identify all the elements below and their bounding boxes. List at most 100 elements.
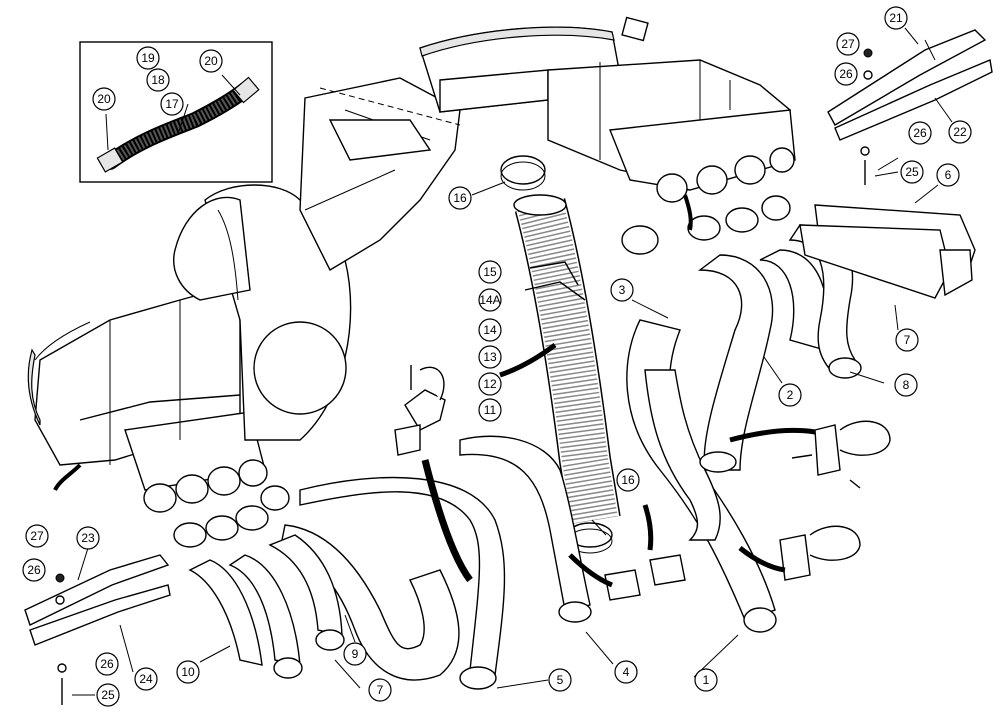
- callout-circle: [343, 642, 367, 666]
- callout-label: 25: [101, 688, 115, 702]
- callout-21: 21: [884, 6, 908, 30]
- callout-circle: [136, 46, 160, 70]
- callout-circle: [836, 32, 860, 56]
- callout-label: 6: [945, 168, 952, 182]
- callout-circle: [478, 372, 502, 396]
- blower-housing: [173, 184, 352, 441]
- callout-13: 13: [478, 345, 502, 369]
- callout-circle: [134, 667, 158, 691]
- callout-12: 12: [478, 372, 502, 396]
- callout-label: 27: [30, 529, 44, 543]
- callout-circle: [199, 49, 223, 73]
- callout-5: 5: [548, 668, 572, 692]
- guard-strap-right: [827, 29, 993, 141]
- callout-9: 9: [343, 642, 367, 666]
- callout-14a: 14A: [478, 288, 502, 312]
- callout-circle: [160, 92, 184, 116]
- callout-label: 13: [483, 350, 497, 364]
- callout-circle: [92, 87, 116, 111]
- callout-22: 22: [948, 120, 972, 144]
- callout-circle: [900, 160, 924, 184]
- callout-circle: [76, 526, 100, 550]
- callout-20a: 20: [199, 49, 223, 73]
- callout-4: 4: [614, 660, 638, 684]
- callout-circle: [448, 186, 472, 210]
- callout-circle: [95, 652, 119, 676]
- hose-clamps: [173, 155, 791, 554]
- callout-label: 27: [841, 37, 855, 51]
- callout-23: 23: [76, 526, 100, 550]
- callout-label: 16: [453, 191, 467, 205]
- callout-label: 25: [905, 165, 919, 179]
- center-shroud: [299, 77, 461, 271]
- callout-3: 3: [610, 278, 634, 302]
- callout-label: 21: [889, 11, 903, 25]
- callout-label: 14A: [479, 293, 500, 307]
- left-hoses: [188, 435, 592, 690]
- callout-2: 2: [778, 383, 802, 407]
- callout-label: 26: [913, 126, 927, 140]
- callout-1: 1: [694, 668, 718, 692]
- right-hoses: [626, 204, 976, 633]
- callout-circle: [778, 383, 802, 407]
- callout-circle: [478, 318, 502, 342]
- callout-label: 12: [483, 377, 497, 391]
- callout-26b: 26: [908, 121, 932, 145]
- callout-6: 6: [936, 163, 960, 187]
- callout-25b: 25: [96, 683, 120, 707]
- callout-26d: 26: [95, 652, 119, 676]
- callout-label: 19: [141, 51, 155, 65]
- callout-label: 5: [557, 673, 564, 687]
- callout-label: 15: [483, 265, 497, 279]
- callout-circle: [895, 328, 919, 352]
- callout-16b: 16: [616, 468, 640, 492]
- callout-label: 23: [81, 531, 95, 545]
- callout-circle: [25, 524, 49, 548]
- assembly-arrows: [53, 194, 816, 588]
- callout-18: 18: [146, 68, 170, 92]
- callout-circle: [614, 660, 638, 684]
- callout-circle: [478, 345, 502, 369]
- callout-26a: 26: [834, 62, 858, 86]
- inset-detail: [79, 41, 273, 183]
- callout-label: 16: [621, 473, 635, 487]
- callout-10: 10: [176, 660, 200, 684]
- callout-circle: [948, 120, 972, 144]
- callout-11: 11: [478, 398, 502, 422]
- callout-circle: [610, 278, 634, 302]
- callout-19: 19: [136, 46, 160, 70]
- callout-7a: 7: [895, 328, 919, 352]
- callout-circle: [936, 163, 960, 187]
- callout-label: 22: [953, 125, 967, 139]
- callout-label: 20: [97, 92, 111, 106]
- callout-circle: [22, 558, 46, 582]
- callout-circle: [478, 398, 502, 422]
- callout-circle: [478, 288, 502, 312]
- callout-label: 3: [619, 283, 626, 297]
- callout-label: 18: [151, 73, 165, 87]
- left-duct-frame: [27, 284, 268, 513]
- callout-circle: [894, 373, 918, 397]
- callout-27b: 27: [25, 524, 49, 548]
- callout-circle: [548, 668, 572, 692]
- callout-7b: 7: [368, 678, 392, 702]
- callout-circle: [146, 68, 170, 92]
- callout-label: 24: [139, 672, 153, 686]
- callout-circle: [884, 6, 908, 30]
- callout-label: 8: [903, 378, 910, 392]
- callout-label: 26: [100, 657, 114, 671]
- guard-strap-left: [24, 554, 171, 646]
- fasteners: [55, 48, 873, 705]
- flex-hose: [513, 194, 621, 525]
- callout-14: 14: [478, 318, 502, 342]
- callout-label: 26: [839, 67, 853, 81]
- callout-circle: [176, 660, 200, 684]
- brackets: [394, 366, 891, 601]
- callout-circle: [616, 468, 640, 492]
- callout-circle: [478, 260, 502, 284]
- callout-27a: 27: [836, 32, 860, 56]
- callout-label: 7: [377, 683, 384, 697]
- callout-8: 8: [894, 373, 918, 397]
- callout-circle: [368, 678, 392, 702]
